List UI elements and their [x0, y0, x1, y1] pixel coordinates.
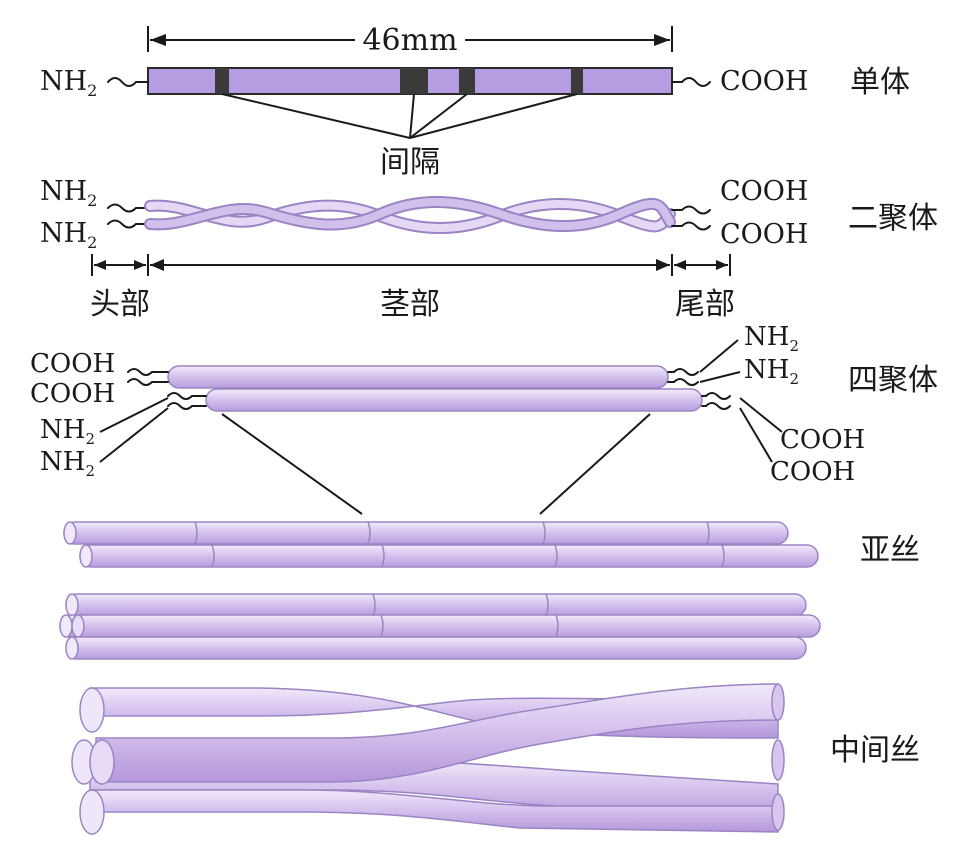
monomer-stage-label: 单体	[850, 65, 910, 100]
if-stage-label: 中间丝	[830, 733, 920, 768]
dimer-left-tail-2	[107, 219, 149, 229]
zoom-line-left	[221, 413, 363, 515]
protofibril-group	[59, 593, 821, 660]
gap-segment-1	[215, 68, 229, 94]
tetramer-group: COOH COOH NH2 NH2 NH2 NH2 COOH COOH 四聚体	[30, 322, 938, 515]
tetramer-right-pointer-4	[739, 407, 773, 463]
gap-pointer-3	[409, 93, 468, 139]
protofibril-rod-3	[65, 636, 807, 660]
if-cap-3	[89, 739, 115, 785]
protofilament-group: 亚丝	[63, 521, 920, 568]
gap-pointer-4	[409, 93, 578, 139]
protofilament-stage-label: 亚丝	[860, 533, 920, 568]
head-label: 头部	[90, 287, 150, 322]
gap-segment-2	[400, 68, 428, 94]
dimer-right-end-2: COOH	[720, 219, 808, 250]
if-cap-1	[79, 687, 105, 733]
protofilament-rod-2-cap	[79, 544, 93, 568]
tetramer-left-top-2: COOH	[30, 379, 115, 409]
tetramer-left-pointer-1	[99, 397, 169, 433]
stem-label: 茎部	[380, 287, 440, 322]
stem-arrow-r	[656, 259, 670, 271]
protofibril-rod-3-cap	[65, 636, 79, 660]
tetramer-right-tail-1	[667, 368, 699, 376]
protofilament-rod-2	[79, 544, 819, 568]
monomer-left-tail	[107, 77, 149, 87]
tetramer-left-bot-1: NH2	[40, 415, 95, 448]
dimer-right-tail-2	[671, 221, 711, 231]
length-label: 46mm	[362, 23, 457, 58]
tetramer-right-top-2: NH2	[744, 355, 799, 388]
protofibril-rod-2	[59, 614, 821, 638]
tetramer-right-bot-2: COOH	[770, 457, 855, 487]
dim-arrow-left	[150, 34, 166, 46]
tetramer-right-pointer-1	[699, 339, 739, 373]
tetramer-left-bot-2: NH2	[40, 447, 95, 480]
tetramer-left-tail-3	[167, 392, 207, 400]
zoom-line-right	[539, 413, 651, 515]
tetramer-right-tail-3	[701, 392, 731, 400]
gap-label: 间隔	[380, 145, 440, 180]
tetramer-left-tail-1	[127, 368, 169, 376]
tetramer-left-pointer-2	[99, 407, 169, 463]
tail-arrow-r	[716, 260, 728, 270]
tetramer-stage-label: 四聚体	[848, 363, 938, 398]
dim-arrow-right	[654, 34, 670, 46]
protofibril-rod-1	[65, 593, 807, 617]
protofilament-rod-1	[63, 521, 789, 545]
monomer-right-end: COOH	[720, 66, 808, 97]
stem-arrow-l	[150, 259, 164, 271]
protofibril-joints	[372, 593, 559, 638]
monomer-group: 46mm 间隔 NH2 COOH 单体	[40, 23, 910, 180]
intermediate-filament-group: 中间丝	[71, 683, 920, 835]
head-arrow-r	[134, 260, 146, 270]
gap-pointer-2	[409, 93, 415, 139]
protofibril-rod-2b-cap	[71, 614, 85, 638]
if-cable-rear	[89, 789, 779, 833]
if-cap-4	[79, 789, 105, 835]
tetramer-right-bot-1: COOH	[780, 425, 865, 455]
gap-segment-3	[459, 68, 475, 94]
gap-pointer-1	[221, 93, 411, 139]
dimer-left-tail-1	[107, 203, 149, 213]
dimer-left-end-1: NH2	[40, 176, 97, 210]
tetramer-rod-upper	[167, 365, 669, 389]
monomer-left-end: NH2	[40, 66, 97, 100]
head-arrow-l	[94, 260, 106, 270]
tetramer-left-tail-2	[127, 378, 169, 386]
tetramer-rod-lower	[205, 388, 703, 412]
tetramer-right-pointer-3	[739, 397, 783, 433]
protofilament-joints-2	[211, 544, 725, 568]
dimer-left-end-2: NH2	[40, 218, 97, 252]
if-cap-right-1	[771, 683, 785, 721]
tetramer-left-top-1: COOH	[30, 349, 115, 379]
protofilament-joints-1	[194, 521, 710, 545]
if-cap-right-3	[771, 793, 785, 831]
tetramer-right-tail-2	[667, 378, 699, 386]
dimer-right-end-1: COOH	[720, 176, 808, 207]
tetramer-left-tail-4	[167, 402, 207, 410]
tail-arrow-l	[674, 260, 686, 270]
protofibril-rod-2-cap	[59, 614, 73, 638]
dimer-strand-2	[146, 198, 674, 230]
monomer-right-tail	[671, 77, 711, 87]
tetramer-right-pointer-2	[699, 371, 741, 383]
if-cap-right-2	[771, 739, 785, 781]
protofibril-rod-1-cap	[65, 593, 79, 617]
gap-segment-4	[571, 68, 583, 94]
tetramer-right-tail-4	[701, 402, 731, 410]
tetramer-right-top-1: NH2	[744, 322, 799, 355]
protofilament-rod-1-cap	[63, 521, 77, 545]
tail-label: 尾部	[675, 287, 735, 322]
dimer-stage-label: 二聚体	[848, 201, 938, 236]
dimer-group: NH2 NH2 COOH COOH 二聚体 头部 茎部 尾部	[40, 176, 938, 322]
dimer-right-tail-1	[671, 205, 711, 215]
